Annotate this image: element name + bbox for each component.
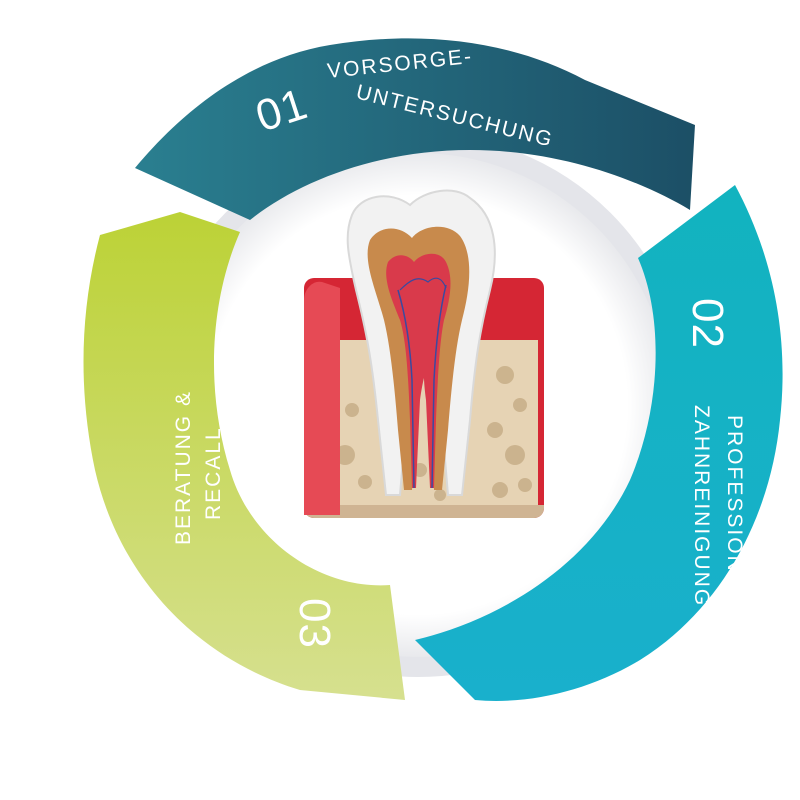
step-03-segment: 03 BERATUNG & RECALL	[83, 212, 405, 700]
step-03-arrow	[83, 212, 405, 700]
step-02-label-line1: PROFESSIONELLE	[723, 415, 746, 632]
tooth-cross-section-image	[304, 189, 544, 518]
step-01-arrow	[135, 38, 695, 220]
step-02-segment: 02 PROFESSIONELLE ZAHNREINIGUNG	[415, 185, 783, 701]
step-03-label-line1: BERATUNG &	[172, 390, 195, 545]
step-03-number: 03	[290, 598, 339, 649]
step-01-segment: 01 VORSORGE- UNTERSUCHUNG	[135, 38, 695, 220]
step-02-arrow	[415, 185, 783, 701]
step-03-label-line2: RECALL	[202, 426, 225, 520]
step-02-number: 02	[683, 298, 732, 349]
step-02-label-line2: ZAHNREINIGUNG	[690, 405, 713, 607]
